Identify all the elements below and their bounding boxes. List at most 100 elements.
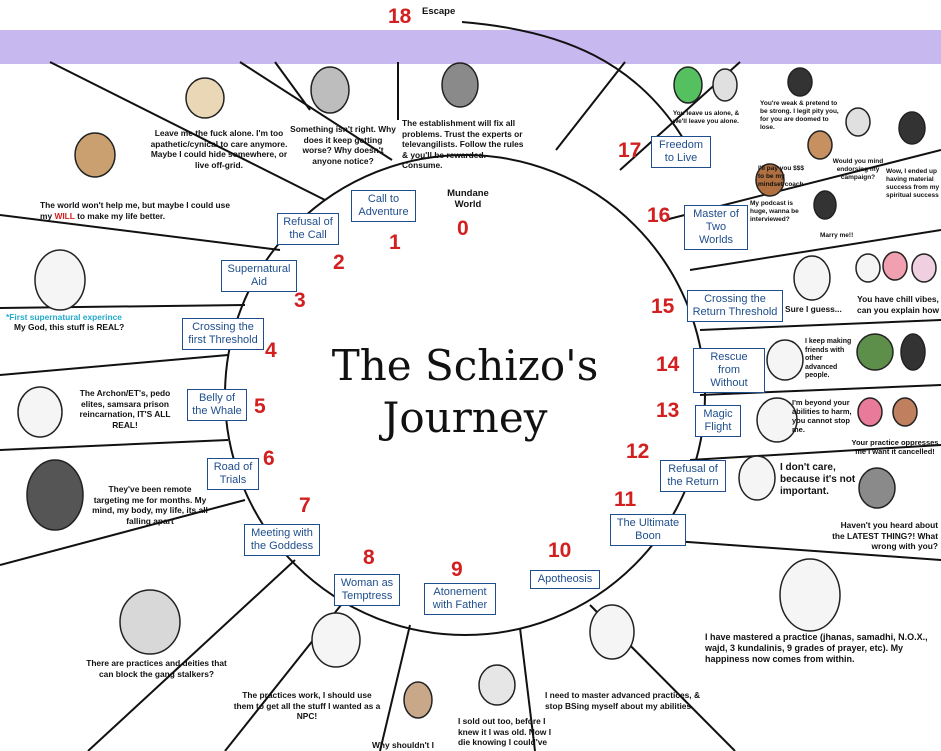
divider	[0, 499, 246, 566]
caption-master-a: I'll pay you $$$ to be my mindset coach	[758, 165, 804, 188]
injured-face-icon	[119, 589, 181, 655]
diagram-title: The Schizo's Journey	[331, 341, 599, 442]
curious-face-icon	[882, 251, 908, 281]
old-man-icon	[478, 664, 516, 706]
caption-master-b: My podcast is huge, wanna be interviewed…	[750, 200, 799, 223]
caption-threshold: My God, this stuff is REAL?	[14, 322, 125, 332]
serene-wojak-icon	[779, 558, 841, 632]
stage-number-3: 3	[294, 289, 306, 312]
doomer-face-icon	[310, 66, 350, 114]
woman-face-icon	[898, 111, 926, 145]
confident-wojak-icon	[756, 397, 798, 443]
man-with-cap-icon	[807, 130, 833, 160]
divider	[239, 61, 393, 161]
lavender-band	[0, 30, 941, 64]
mundane-number: 0	[457, 217, 469, 240]
npc-face-icon	[441, 62, 479, 108]
shy-wojak-icon	[793, 255, 831, 301]
stage-number-8: 8	[363, 546, 375, 569]
stage-box-4: Crossing the first Threshold	[182, 318, 264, 350]
caption-freedom-c: Wow, I ended up having material success …	[886, 168, 940, 199]
stage-box-1: Call to Adventure	[351, 190, 416, 222]
divider	[689, 229, 941, 271]
caption-freedom-a: You leave us alone, & we'll leave you al…	[672, 110, 740, 125]
caption-refusal-return-a: I don't care, because it's not important…	[780, 462, 856, 497]
stage-box-14: Rescue from Without	[693, 348, 765, 393]
npc-face-icon	[858, 467, 896, 509]
stage-number-9: 9	[451, 558, 463, 581]
caption-call: Something isn't right. Why does it keep …	[290, 124, 396, 166]
stage-box-11: The Ultimate Boon	[610, 514, 686, 546]
caption-whale: The Archon/ET's, pedo elites, samsara pr…	[79, 388, 171, 430]
divider	[699, 384, 941, 396]
escape-arrow	[461, 21, 691, 151]
divider	[699, 319, 941, 331]
divider	[555, 61, 626, 151]
stage-number-7: 7	[299, 494, 311, 517]
escape-label: Escape	[422, 6, 456, 17]
mundane-label: Mundane World	[447, 188, 489, 210]
angry-face-icon	[857, 397, 883, 427]
stage-number-13: 13	[656, 399, 680, 422]
stage-number-17: 17	[618, 139, 642, 162]
stage-number-2: 2	[333, 251, 345, 274]
stage-box-16: Master of Two Worlds	[684, 205, 748, 250]
caption-return-a: Sure I guess...	[785, 304, 842, 314]
stage-box-8: Woman as Temptress	[334, 574, 400, 606]
divider	[49, 61, 326, 201]
stage-box-9: Atonement with Father	[424, 583, 496, 615]
stage-box-13: Magic Flight	[695, 405, 741, 437]
caption-magic-a: I'm beyond your abilities to harm, you c…	[792, 398, 852, 434]
caption-magic-b: Your practice oppresses me I want it can…	[851, 438, 939, 456]
angry-face-icon	[892, 397, 918, 427]
divider	[659, 539, 941, 561]
caption-atonement-left: Why shouldn't I	[372, 740, 435, 750]
stage-number-5: 5	[254, 395, 266, 418]
stage-box-15: Crossing the Return Threshold	[687, 290, 783, 322]
divider	[689, 444, 941, 461]
caption-temptress: The practices work, I should use them to…	[233, 690, 381, 721]
woman-silhouette-icon	[813, 190, 837, 220]
curious-face-icon	[911, 253, 937, 283]
stage-box-5: Belly of the Whale	[187, 389, 247, 421]
caption-aid: The world won't help me, but maybe I cou…	[40, 200, 230, 221]
caption-threshold-note: *First supernatural experince	[6, 312, 122, 322]
divider	[274, 61, 311, 111]
suited-man-icon	[403, 681, 433, 719]
stage-number-14: 14	[656, 353, 680, 376]
dark-face-icon	[26, 459, 84, 531]
divider	[0, 304, 246, 309]
divider	[519, 627, 536, 751]
stage-number-15: 15	[651, 295, 675, 318]
caption-freedom-b: You're weak & pretend to be strong. I le…	[760, 100, 839, 131]
divider	[87, 559, 296, 751]
divider	[0, 354, 229, 376]
hooded-face-icon	[185, 77, 225, 119]
caption-mundane: The establishment will fix all problems.…	[402, 118, 524, 170]
divider	[0, 439, 229, 451]
stage-number-16: 16	[647, 204, 671, 227]
divider	[379, 624, 411, 751]
stage-box-7: Meeting with the Goddess	[244, 524, 320, 556]
caption-return-b: You have chill vibes, can you explain ho…	[857, 294, 939, 315]
beanie-face-icon	[74, 132, 116, 178]
caption-refusal-return-b: Haven't you heard about the LATEST THING…	[832, 520, 938, 551]
pale-face-icon	[712, 68, 738, 102]
politician-icon	[845, 107, 871, 137]
stage-box-12: Refusal of the Return	[660, 460, 726, 492]
wojak-face-icon	[34, 249, 86, 311]
caption-master-c: Would you mind endorsing my campaign?	[832, 158, 884, 181]
caption-atonement: I sold out too, before I knew it I was o…	[458, 716, 552, 747]
calm-wojak-icon	[589, 604, 635, 660]
stage-box-6: Road of Trials	[207, 458, 259, 490]
caption-boon: I have mastered a practice (jhanas, sama…	[705, 632, 928, 664]
caption-trials: They've been remote targeting me for mon…	[92, 484, 208, 526]
escape-number: 18	[388, 5, 412, 28]
stage-number-4: 4	[265, 339, 277, 362]
friendly-wojak-icon	[766, 339, 804, 381]
stage-box-3: Supernatural Aid	[221, 260, 297, 292]
green-face-icon	[673, 66, 703, 104]
hopeful-wojak-icon	[311, 612, 361, 668]
hooded-figure-icon	[900, 333, 926, 371]
